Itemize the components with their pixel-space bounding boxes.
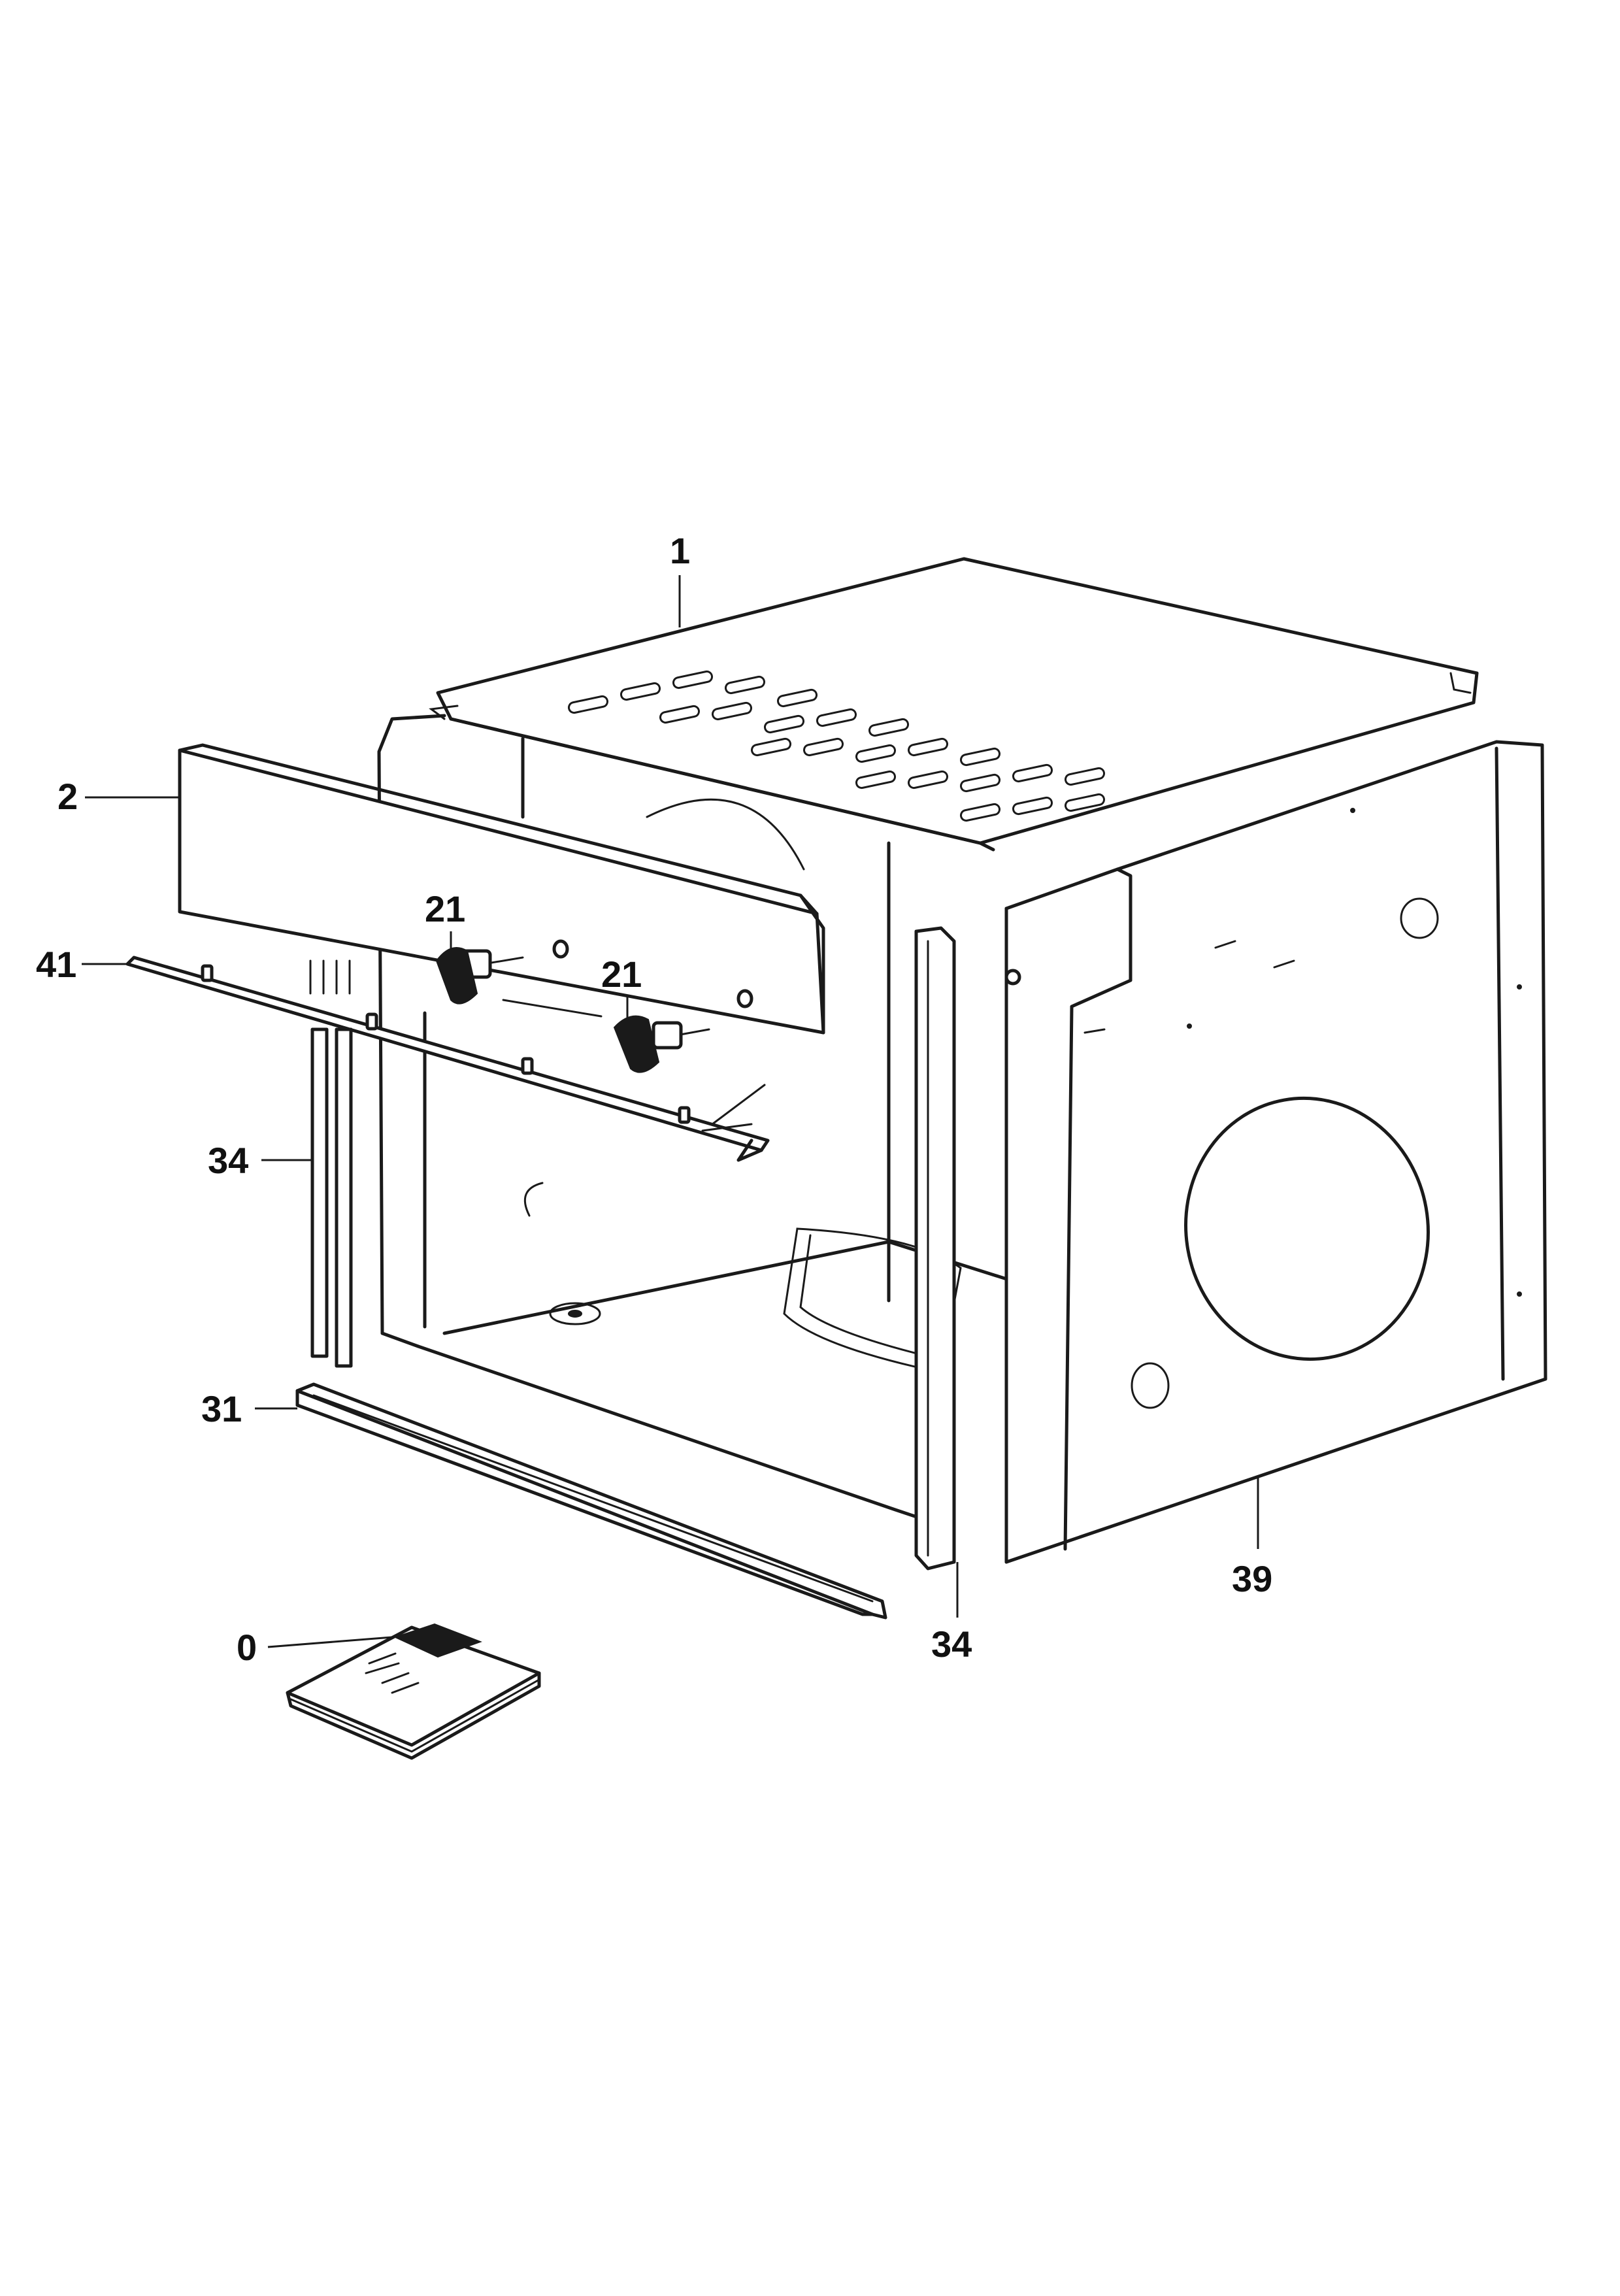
vertical-seal-strip-left-part	[309, 959, 353, 1368]
bottom-rail-part	[295, 1382, 887, 1620]
right-side-panel-part	[1004, 740, 1547, 1564]
label-part-34-left: 34	[208, 1140, 248, 1181]
label-part-21-a: 21	[425, 888, 465, 929]
label-part-34-right: 34	[931, 1623, 972, 1665]
vent-slots	[567, 670, 1106, 822]
leader-lines	[82, 575, 1259, 1648]
vertical-seal-strip-right-part	[914, 926, 956, 1571]
control-knob-part	[435, 947, 710, 1073]
label-part-31: 31	[201, 1388, 242, 1429]
instruction-manual-part	[286, 1623, 541, 1760]
top-cover-part	[429, 557, 1479, 852]
label-part-39: 39	[1232, 1558, 1272, 1599]
label-part-0: 0	[237, 1627, 257, 1668]
control-panel-part	[178, 743, 825, 1035]
label-part-1: 1	[670, 530, 690, 571]
part-labels: 1 2 21 21 41 34 31 0 34 39	[36, 530, 1272, 1668]
bracket-rail-part	[125, 956, 770, 1162]
label-part-41: 41	[36, 944, 76, 985]
oven-cavity	[377, 714, 1015, 1518]
label-part-21-b: 21	[601, 954, 642, 995]
label-part-2: 2	[58, 776, 78, 817]
